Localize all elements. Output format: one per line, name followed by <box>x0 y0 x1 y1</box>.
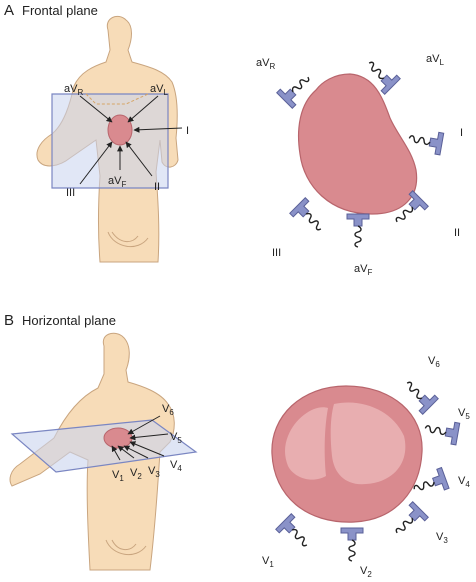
label-v4: V4 <box>458 475 470 489</box>
label-v5-body: V5 <box>170 431 182 445</box>
panel-b-header: B Horizontal plane <box>4 312 116 329</box>
panel-a-letter: A <box>4 2 15 19</box>
label-iii-body: III <box>66 187 75 199</box>
frontal-plane <box>51 93 169 189</box>
label-v3-body: V3 <box>148 465 160 479</box>
label-avf: aVF <box>354 263 372 277</box>
panel-a-title: Frontal plane <box>22 3 98 18</box>
frontal-heart-large <box>297 73 418 215</box>
electrode-v5 <box>422 416 461 446</box>
label-avf-body: aVF <box>108 175 126 189</box>
label-v4-body: V4 <box>170 459 182 473</box>
electrode-v1 <box>275 513 316 554</box>
horizontal-heart-large <box>271 385 423 523</box>
horizontal-plane <box>10 419 198 473</box>
label-v2: V2 <box>360 565 372 579</box>
frontal-heart <box>107 114 133 146</box>
frontal-arrows <box>79 95 183 185</box>
electrode-v2 <box>340 527 364 562</box>
label-avr: aVR <box>256 57 275 71</box>
label-v3: V3 <box>436 531 448 545</box>
label-i: I <box>460 127 463 139</box>
label-v2-body: V2 <box>130 467 142 481</box>
left-ventricle <box>330 402 406 485</box>
right-ventricle <box>285 407 328 480</box>
panel-a-header: A Frontal plane <box>4 2 98 19</box>
panel-b-letter: B <box>4 312 15 329</box>
label-ii-body: II <box>154 181 160 193</box>
electrode-i <box>406 126 445 156</box>
electrode-iii <box>289 197 330 238</box>
label-v1-body: V1 <box>112 469 124 483</box>
horizontal-arrows <box>111 415 169 461</box>
label-iii: III <box>272 247 281 259</box>
panel-b-title: Horizontal plane <box>22 313 116 328</box>
electrode-avf <box>346 213 370 248</box>
label-v1: V1 <box>262 555 274 569</box>
label-i-body: I <box>186 125 189 137</box>
label-avl: aVL <box>426 53 444 67</box>
horizontal-heart <box>103 427 133 449</box>
label-v6-body: V6 <box>162 403 174 417</box>
label-avr-body: aVR <box>64 83 83 97</box>
label-avl-body: aVL <box>150 83 168 97</box>
label-ii: II <box>454 227 460 239</box>
label-v6: V6 <box>428 355 440 369</box>
label-v5: V5 <box>458 407 470 421</box>
